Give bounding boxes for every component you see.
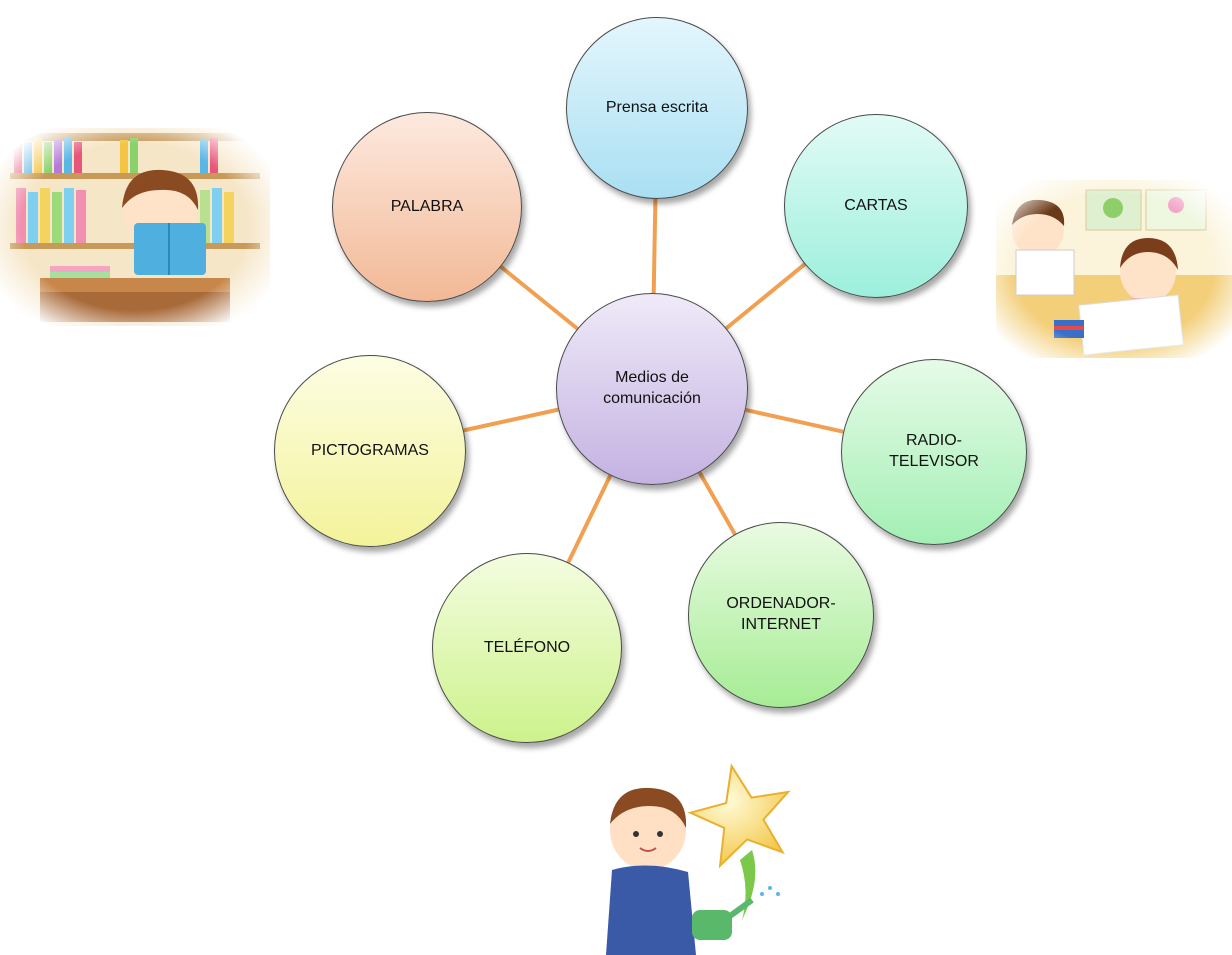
connector-radio [745,407,844,434]
node-pictogramas-label: PICTOGRAMAS [311,441,429,459]
node-cartas-label: CARTAS [844,196,908,214]
node-radio-label: RADIO- TELEVISOR [889,432,979,470]
connector-ordenador [697,471,737,536]
child-reading-books-illustration [0,128,270,326]
children-drawing-illustration [996,180,1232,358]
node-palabra: PALABRA [332,112,522,302]
center-node-label: Medios de comunicación [603,369,701,407]
connector-cartas [725,262,807,330]
connector-telefono [566,474,613,564]
connector-pictogramas [463,407,559,433]
node-prensa: Prensa escrita [566,17,748,199]
node-radio: RADIO- TELEVISOR [841,359,1027,545]
child-watering-star-illustration [606,763,791,955]
node-palabra-label: PALABRA [390,197,464,215]
node-pictogramas: PICTOGRAMAS [274,355,466,547]
node-ordenador-label: ORDENADOR- INTERNET [726,595,836,633]
node-cartas: CARTAS [784,114,968,298]
center-node: Medios de comunicación [556,293,748,485]
connector-palabra [499,265,579,331]
node-telefono: TELÉFONO [432,553,622,743]
connector-prensa [651,198,658,294]
node-ordenador: ORDENADOR- INTERNET [688,522,874,708]
node-prensa-label: Prensa escrita [605,98,709,116]
node-telefono-label: TELÉFONO [483,638,571,656]
